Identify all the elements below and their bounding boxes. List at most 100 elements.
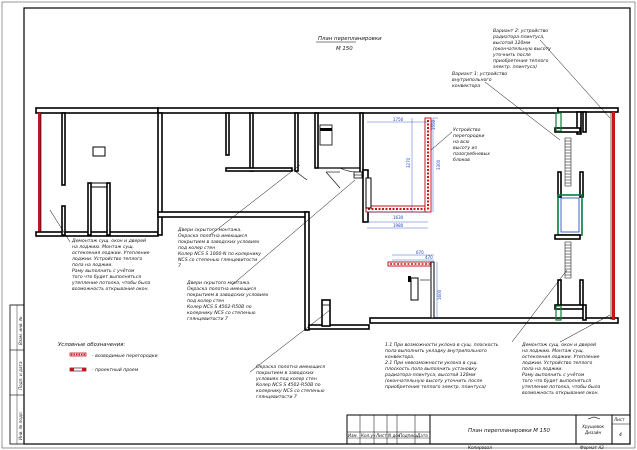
stamp-col-ndoc: N док [388,433,401,438]
svg-text:остекления лоджии. Утепление: остекления лоджии. Утепление [72,250,150,256]
svg-text:пола выполнить укладку внутрип: пола выполнить укладку внутрипольного [385,349,487,354]
svg-text:пазогребневых: пазогребневых [453,151,490,157]
svg-text:того что будет выполняться: того что будет выполняться [522,378,591,384]
svg-text:Двери скрытого монтажа.: Двери скрытого монтажа. [177,227,242,233]
stamp-copied: Копировал [468,445,492,450]
dim-470: 470 [425,255,433,260]
convector-hatch [564,137,572,279]
stamp-col-list: Лист [375,433,387,438]
plan-title: План перепланировки М 150 [316,36,382,52]
svg-text:лоджии. Устройство теплого: лоджии. Устройство теплого [521,360,593,366]
svg-text:внутрипольного: внутрипольного [452,78,492,83]
svg-text:Колер NCS S 4502-R50B по: Колер NCS S 4502-R50B по [256,382,321,388]
stamp-name: План перепланировки М 150 [468,428,551,434]
stamp-col-sign: Подпись [399,433,418,438]
svg-text:Вариант 1: устройство: Вариант 1: устройство [452,71,507,77]
note-demolition-right: Демонтаж сущ. окон и дверей на лоджию. М… [521,342,601,396]
svg-text:покрытием в заводских условиях: покрытием в заводских условиях [178,240,260,245]
dim-1600: 1600 [437,289,442,300]
svg-text:под колер стен: под колер стен [178,246,215,251]
svg-text:(окончательную высоту: (окончательную высоту [493,46,551,52]
dim-3300: 3300 [436,159,441,170]
svg-text:Окраска полотна имеющися: Окраска полотна имеющися [178,233,247,239]
svg-text:1.1 При возможности уклона в с: 1.1 При возможности уклона в сущ. плоско… [385,342,499,348]
svg-text:Вариант 2: устройство: Вариант 2: устройство [493,28,548,34]
wall [35,107,159,114]
side-label-inv: Взам. инв. № [18,316,23,345]
stamp-sheet-number: 4 [619,432,622,438]
svg-text:Двери скрытого монтажа.: Двери скрытого монтажа. [186,280,251,286]
leader-lines [49,39,611,373]
plan-title-text: План перепланировки [318,36,382,42]
note-hidden-door-3: Окраска полотна имеющися покрытием в зав… [255,364,325,400]
legend-swatch-partition [69,352,87,357]
dim-1550: 1550 [431,119,436,130]
svg-text:покрытием в заводских: покрытием в заводских [256,371,314,376]
inner-frame [23,7,631,445]
svg-text:условиях под колер стен: условиях под колер стен [255,377,317,382]
svg-text:плоскость пола выполнить устан: плоскость пола выполнить установку [385,367,477,372]
svg-text:того что будет выполняться: того что будет выполняться [72,274,141,280]
dim-670: 670 [416,250,424,255]
svg-text:уточнить после: уточнить после [492,53,531,58]
svg-text:остекления лоджии. Утепление: остекления лоджии. Утепление [522,354,600,360]
note-heater: 1.1 При возможности уклона в сущ. плоско… [384,342,499,390]
side-strip: Взам. инв. № Подп. и дата Инв. № подл. [9,304,25,445]
svg-text:глянцевитости 7: глянцевитости 7 [187,316,228,322]
svg-text:Раму выполнить с учётом: Раму выполнить с учётом [522,372,585,378]
svg-text:на лоджию. Монтаж сущ.: на лоджию. Монтаж сущ. [522,348,584,354]
svg-text:колернику NCS со степенью: колернику NCS со степенью [256,388,325,394]
svg-text:2.1 При невозможности уклона в: 2.1 При невозможности уклона в сущ. [385,360,478,366]
legend-item-partition: - возводимые перегородки [92,354,158,359]
svg-text:возможность открывания окон.: возможность открывания окон. [522,391,599,396]
svg-text:радиатора-плинтуса,: радиатора-плинтуса, [492,35,545,40]
note-hidden-door-2: Двери скрытого монтажа. Окраска полотна … [186,280,269,322]
side-label-orig: Инв. № подл. [18,411,23,440]
stamp-format: Формат А3 [580,445,604,450]
svg-text:Колер NCS S 4502-R50B по: Колер NCS S 4502-R50B по [187,304,252,310]
svg-text:лоджии. Устройство теплого: лоджии. Устройство теплого [71,256,143,262]
stamp-sheet-label: Лист [613,417,625,422]
note-variant1: Вариант 1: устройство внутрипольного кон… [452,71,507,89]
dim-3270: 3270 [406,157,411,168]
title-block: Изм. Кол.уч Лист N док Подпись Дата План… [346,414,631,450]
svg-text:Колер NCS S 1000-N по колерник: Колер NCS S 1000-N по колернику [178,251,261,257]
svg-text:(окончательную высоту уточнить: (окончательную высоту уточнить после [385,378,482,384]
svg-text:7: 7 [178,263,181,269]
svg-text:приобретения теплого электр. п: приобретения теплого электр. плинтуса) [385,384,486,390]
logo-line-1: Хрущевок [581,424,605,429]
svg-text:Демонтаж сущ. окон и дверей: Демонтаж сущ. окон и дверей [71,238,146,244]
svg-text:радиатора-плинтуса, высотой 12: радиатора-плинтуса, высотой 120мм [384,372,476,378]
svg-text:утепление потолка, чтобы была: утепление потолка, чтобы была [71,280,151,286]
note-partition: Устройство перегородки на всю высоту из … [453,127,490,163]
logo-line-2: Дизайн [584,430,602,435]
svg-text:конвектора.: конвектора. [385,355,415,360]
svg-text:утепление потолка, чтобы была: утепление потолка, чтобы была [521,384,601,390]
svg-text:конвектора: конвектора [452,84,480,89]
side-label-sign: Подп. и дата [18,361,23,390]
floor-plan: 1750 1630 1980 3270 3300 670 470 1600 15… [35,107,619,331]
stamp-col-izm: Изм. [348,433,358,438]
svg-text:глянцевитости 7: глянцевитости 7 [256,394,297,400]
stamp-col-kol: Кол.уч [361,433,376,438]
svg-text:покрытием в заводских условиях: покрытием в заводских условиях [187,293,269,298]
svg-text:блоков: блоков [453,157,470,163]
note-hidden-door-1: Двери скрытого монтажа. Окраска полотна … [177,227,261,269]
svg-text:высоту из: высоту из [453,146,478,151]
svg-text:колернику NCS со степенью: колернику NCS со степенью [187,310,256,316]
legend-title: Условные обозначения: [58,342,125,348]
note-demolition-left: Демонтаж сущ. окон и дверей на лоджию. М… [71,238,151,292]
svg-text:Устройство: Устройство [453,127,481,133]
note-variant2: Вариант 2: устройство радиатора-плинтуса… [492,28,551,70]
svg-text:перегородки: перегородки [453,134,484,139]
svg-text:возможность открывания окон.: возможность открывания окон. [72,287,149,292]
logo: Хрущевок Дизайн [581,416,605,435]
svg-text:пола на лоджии.: пола на лоджии. [72,263,113,268]
svg-text:электр. плинтуса): электр. плинтуса) [493,64,537,70]
svg-text:на лоджию. Монтаж сущ.: на лоджию. Монтаж сущ. [72,244,134,250]
dimensions [367,117,438,318]
dim-1750: 1750 [393,117,404,122]
svg-text:пола на лоджии.: пола на лоджии. [522,367,563,372]
svg-text:под колер стен: под колер стен [187,299,224,304]
